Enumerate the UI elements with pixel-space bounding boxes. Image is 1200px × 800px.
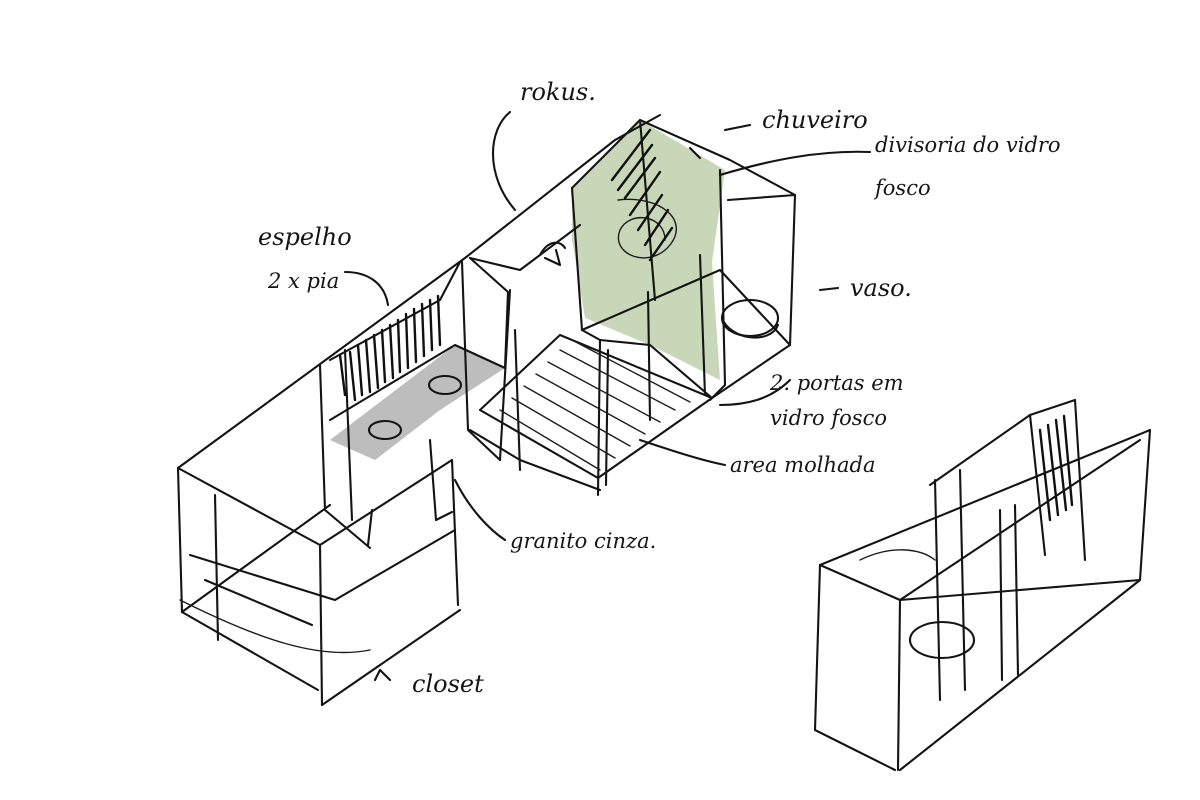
secondary-volume-hatching bbox=[1038, 414, 1074, 522]
leader-lines bbox=[343, 110, 872, 682]
shower-hatching bbox=[610, 128, 674, 262]
mirror-hatching bbox=[338, 294, 442, 402]
sink-basin-1 bbox=[367, 419, 403, 441]
label-chuveiro: chuveiro bbox=[762, 106, 868, 134]
label-rokus: rokus. bbox=[520, 78, 596, 106]
wet-area-floor-stripes bbox=[499, 339, 691, 471]
label-closet: closet bbox=[412, 670, 484, 698]
label-vaso: vaso. bbox=[850, 274, 912, 302]
label-portas-line2: vidro fosco bbox=[770, 406, 887, 430]
label-espelho: espelho bbox=[258, 223, 352, 251]
label-pia: 2 x pia bbox=[267, 269, 339, 293]
label-granito: granito cinza. bbox=[510, 529, 656, 553]
secondary-volume bbox=[813, 398, 1152, 772]
label-divisoria-line1: divisoria do vidro bbox=[875, 133, 1061, 157]
frosted-glass-divider-fill bbox=[572, 120, 725, 380]
sink-basin-2 bbox=[427, 374, 463, 396]
label-area-molhada: area molhada bbox=[730, 453, 875, 477]
granite-countertop-fill bbox=[330, 345, 505, 460]
label-divisoria-line2: fosco bbox=[873, 176, 931, 200]
label-portas-line1: 2. portas em bbox=[769, 371, 904, 395]
